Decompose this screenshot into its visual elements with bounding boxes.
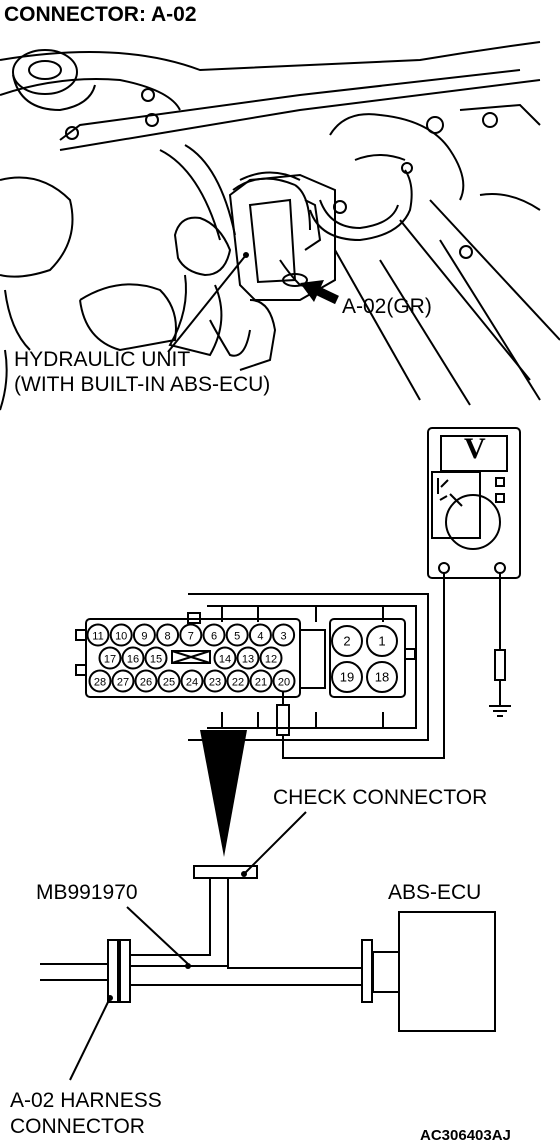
pin-5-ring [225, 623, 249, 647]
pin-13-ring [236, 646, 260, 670]
pin-19-ring [331, 661, 363, 693]
pin-4: 4 [257, 631, 263, 643]
pin-26-ring [134, 669, 158, 693]
pin-4-ring [248, 623, 272, 647]
pin-28-ring [88, 669, 112, 693]
figure-code: AC306403AJ [420, 1127, 511, 1144]
page-title: CONNECTOR: A-02 [4, 3, 197, 26]
harness-connector-label: A-02 HARNESS [10, 1089, 162, 1112]
pin-25-ring [157, 669, 181, 693]
pin-3-ring [272, 623, 296, 647]
hydraulic-unit-sublabel: (WITH BUILT-IN ABS-ECU) [14, 373, 271, 396]
pin-11: 11 [92, 631, 103, 643]
check-connector-label: CHECK CONNECTOR [273, 786, 488, 809]
pin-26: 26 [140, 677, 152, 689]
pin-19: 19 [340, 670, 354, 685]
pin-15-ring [144, 646, 168, 670]
pin-12: 12 [265, 654, 277, 666]
hydraulic-unit-label: HYDRAULIC UNIT [14, 348, 191, 371]
pin-27-ring [111, 669, 135, 693]
pin-3: 3 [281, 631, 287, 643]
pin-5: 5 [234, 631, 240, 643]
pin-6-ring [202, 623, 226, 647]
a02-gr-label: A-02(GR) [342, 295, 432, 318]
pin-2: 2 [343, 634, 350, 649]
pin-16: 16 [127, 654, 139, 666]
pin-14-ring [213, 646, 237, 670]
pin-6: 6 [211, 631, 217, 643]
pin-16-ring [121, 646, 145, 670]
abs-ecu-label: ABS-ECU [388, 881, 482, 904]
pin-10-ring [109, 623, 133, 647]
pin-14: 14 [219, 654, 231, 666]
pin-27: 27 [117, 677, 129, 689]
pin-18-ring [366, 661, 398, 693]
mb991970-label: MB991970 [36, 881, 138, 904]
pin-11-ring [86, 623, 110, 647]
harness-connector-sublabel: CONNECTOR [10, 1115, 145, 1138]
pin-9: 9 [141, 631, 147, 643]
pin-21: 21 [255, 677, 267, 689]
a02-connector-face [75, 593, 429, 741]
pin-22: 22 [232, 677, 244, 689]
pin-13: 13 [242, 654, 254, 666]
pin-20-ring [272, 669, 296, 693]
pin-15: 15 [150, 654, 162, 666]
pin-24-ring [180, 669, 204, 693]
pin-7-ring [179, 623, 203, 647]
pin-12-ring [259, 646, 283, 670]
pin-23-ring [203, 669, 227, 693]
pin-18: 18 [375, 670, 389, 685]
pin-10: 10 [115, 631, 127, 643]
pin-24: 24 [186, 677, 198, 689]
pin-1-ring [366, 625, 398, 657]
hydraulic-unit-leader [167, 254, 247, 353]
pin-1: 1 [378, 634, 385, 649]
pin-17: 17 [104, 654, 116, 666]
pin-9-ring [132, 623, 156, 647]
pin-28: 28 [94, 677, 106, 689]
multimeter [427, 427, 521, 579]
pin-22-ring [226, 669, 250, 693]
pin-2-ring [331, 625, 363, 657]
meter-display: V [464, 432, 486, 465]
pin-7: 7 [188, 631, 194, 643]
pin-8: 8 [165, 631, 171, 643]
mb991970-harness [40, 865, 496, 1032]
pin-20: 20 [278, 677, 290, 689]
pin-17-ring [98, 646, 122, 670]
connector-callout-funnel [200, 730, 247, 857]
pin-23: 23 [209, 677, 221, 689]
pin-21-ring [249, 669, 273, 693]
a02-pointer-arrow [300, 280, 324, 302]
pin-25: 25 [163, 677, 175, 689]
pin-8-ring [156, 623, 180, 647]
